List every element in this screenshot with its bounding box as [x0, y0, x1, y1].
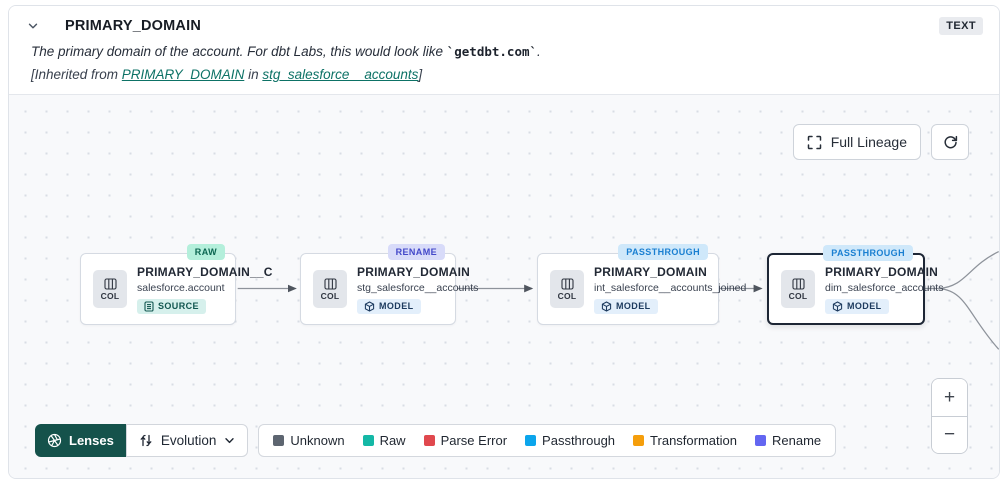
- node-column-name: PRIMARY_DOMAIN__C: [137, 264, 273, 279]
- lineage-node-dim-selected[interactable]: PASSTHROUGH COL PRIMARY_DOMAIN dim_sales…: [767, 245, 943, 325]
- refresh-button[interactable]: [931, 124, 969, 160]
- legend-label: Raw: [379, 433, 406, 448]
- legend-swatch: [362, 435, 374, 446]
- col-chip-label: COL: [100, 290, 120, 301]
- node-type-label: MODEL: [616, 301, 651, 311]
- node-model-name: salesforce.account: [137, 281, 225, 294]
- lens-legend: Unknown Raw Parse Error Passthrough Tran…: [258, 424, 837, 457]
- legend-swatch: [273, 435, 285, 446]
- model-icon: [364, 300, 375, 312]
- col-chip-label: COL: [320, 290, 340, 301]
- column-title: PRIMARY_DOMAIN: [65, 18, 201, 34]
- col-chip-label: COL: [788, 290, 808, 301]
- node-type-badge: MODEL: [357, 298, 421, 314]
- legend-item-parse-error: Parse Error: [423, 433, 508, 448]
- legend-label: Transformation: [650, 433, 737, 448]
- columns-icon: [323, 277, 337, 290]
- node-model-name: stg_salesforce__accounts: [357, 281, 479, 294]
- lenses-button[interactable]: Lenses: [35, 424, 126, 457]
- description-code: `getdbt.com`: [446, 44, 538, 59]
- source-icon: [144, 300, 154, 312]
- inherited-column-link[interactable]: PRIMARY_DOMAIN: [121, 67, 245, 82]
- legend-swatch: [633, 435, 645, 446]
- node-column-name: PRIMARY_DOMAIN: [825, 264, 939, 279]
- model-icon: [832, 300, 843, 312]
- legend-swatch: [754, 435, 766, 446]
- lens-badge-passthrough: PASSTHROUGH: [823, 245, 913, 261]
- lens-badge-rename: RENAME: [387, 244, 445, 260]
- col-chip-label: COL: [557, 290, 577, 301]
- column-chip: COL: [313, 270, 347, 308]
- inherited-mid: in: [244, 67, 263, 82]
- column-chip: COL: [550, 270, 584, 308]
- node-model-name: int_salesforce__accounts_joined: [594, 281, 747, 294]
- expand-icon: [807, 135, 821, 149]
- zoom-controls: + −: [931, 378, 968, 454]
- inherited-suffix: ]: [418, 67, 423, 82]
- zoom-in-button[interactable]: +: [932, 379, 967, 416]
- zoom-out-button[interactable]: −: [932, 416, 967, 453]
- legend-label: Unknown: [290, 433, 345, 448]
- full-lineage-button[interactable]: Full Lineage: [792, 124, 921, 160]
- node-column-name: PRIMARY_DOMAIN: [594, 264, 708, 279]
- lens-badge-raw: RAW: [186, 244, 225, 260]
- legend-swatch: [423, 435, 435, 446]
- evolution-icon: [140, 434, 152, 447]
- column-description: The primary domain of the account. For d…: [31, 44, 983, 59]
- columns-icon: [791, 277, 805, 290]
- lineage-canvas[interactable]: RAW COL PRIMARY_DOMAIN__C salesforce.acc…: [9, 94, 999, 478]
- node-type-label: SOURCE: [158, 301, 199, 311]
- lens-selector-dropdown[interactable]: Evolution: [125, 424, 249, 457]
- legend-label: Parse Error: [440, 433, 508, 448]
- column-lineage-panel: PRIMARY_DOMAIN TEXT The primary domain o…: [8, 5, 1000, 479]
- node-type-label: MODEL: [379, 301, 414, 311]
- node-type-label: MODEL: [847, 301, 882, 311]
- legend-item-passthrough: Passthrough: [525, 433, 615, 448]
- column-chip: COL: [781, 270, 815, 308]
- collapse-chevron-icon[interactable]: [25, 18, 41, 34]
- lens-selected-label: Evolution: [160, 433, 217, 448]
- columns-icon: [103, 277, 117, 290]
- columns-icon: [560, 277, 574, 290]
- node-column-name: PRIMARY_DOMAIN: [357, 264, 471, 279]
- legend-label: Rename: [771, 433, 822, 448]
- lineage-node-int[interactable]: PASSTHROUGH COL PRIMARY_DOMAIN int_sales…: [537, 244, 746, 325]
- column-header: PRIMARY_DOMAIN TEXT The primary domain o…: [9, 6, 999, 94]
- inherited-model-link[interactable]: stg_salesforce__accounts: [262, 67, 419, 82]
- inherited-from-line: [Inherited from PRIMARY_DOMAIN in stg_sa…: [31, 67, 983, 82]
- data-type-badge: TEXT: [939, 17, 983, 35]
- legend-item-transformation: Transformation: [633, 433, 737, 448]
- legend-label: Passthrough: [542, 433, 616, 448]
- lenses-aperture-icon: [47, 433, 62, 448]
- description-suffix: .: [537, 44, 541, 59]
- lineage-node-source[interactable]: RAW COL PRIMARY_DOMAIN__C salesforce.acc…: [80, 244, 272, 325]
- node-type-badge: MODEL: [825, 298, 889, 314]
- column-chip: COL: [93, 270, 127, 308]
- legend-item-raw: Raw: [362, 433, 406, 448]
- refresh-icon: [943, 135, 957, 148]
- model-icon: [601, 300, 612, 312]
- node-model-name: dim_salesforce_accounts: [825, 281, 944, 294]
- legend-item-rename: Rename: [754, 433, 822, 448]
- full-lineage-label: Full Lineage: [830, 134, 907, 150]
- description-text: The primary domain of the account. For d…: [31, 44, 447, 59]
- legend-item-unknown: Unknown: [273, 433, 345, 448]
- inherited-prefix: [Inherited from: [31, 67, 122, 82]
- lenses-label: Lenses: [69, 433, 114, 448]
- node-type-badge: SOURCE: [137, 298, 206, 314]
- node-type-badge: MODEL: [594, 298, 658, 314]
- chevron-down-icon: [225, 438, 235, 444]
- lineage-node-stg[interactable]: RENAME COL PRIMARY_DOMAIN stg_salesforce…: [300, 244, 478, 325]
- lens-badge-passthrough: PASSTHROUGH: [618, 244, 708, 260]
- legend-swatch: [525, 435, 537, 446]
